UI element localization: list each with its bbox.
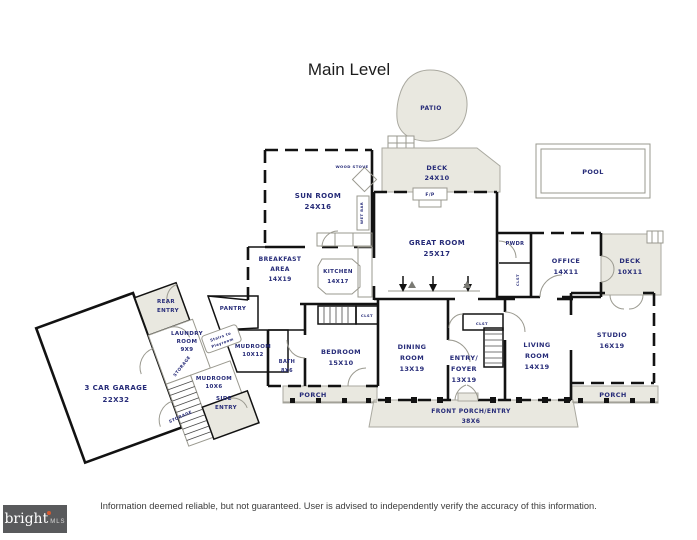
mudroom1-room xyxy=(220,329,289,373)
living-label2: ROOM xyxy=(525,352,549,360)
brightmls-logo-brand: bright xyxy=(4,511,49,527)
porch-left-area xyxy=(282,385,378,404)
kitchen-label: KITCHEN xyxy=(323,269,353,275)
step-arrows xyxy=(399,276,472,292)
wood-stove-shape xyxy=(351,166,378,193)
living-dims: 14X19 xyxy=(524,363,549,371)
breakfast-label: BREAKFAST xyxy=(259,256,302,263)
great-room-label: GREAT ROOM xyxy=(409,239,465,247)
studio-walls xyxy=(569,291,656,400)
side-entry-label: SIDE xyxy=(216,396,232,402)
entry-foyer-dims: 13X19 xyxy=(451,376,476,384)
laundry-label2: ROOM xyxy=(177,339,198,345)
entry-stairs xyxy=(448,313,504,368)
pool xyxy=(535,143,651,199)
page-title: Main Level xyxy=(308,60,390,79)
great-room-dims: 25X17 xyxy=(424,250,451,258)
mudroom2-label: MUDROOM xyxy=(196,376,232,382)
porch-columns xyxy=(283,397,658,403)
kitchen-breakfast-walls xyxy=(207,232,373,301)
office-dims: 14X11 xyxy=(553,268,578,276)
deck-top-dims: 24X10 xyxy=(424,174,449,182)
fireplace xyxy=(412,187,448,208)
laundry-label: LAUNDRY xyxy=(171,331,204,337)
deck-top-label: DECK xyxy=(426,164,448,172)
front-porch-label: FRONT PORCH/ENTRY xyxy=(431,408,511,415)
office-label: OFFICE xyxy=(552,257,580,265)
garage-dims: 22X32 xyxy=(103,396,130,404)
fireplace-label: F/P xyxy=(425,192,435,198)
powder-office-walls xyxy=(497,231,644,310)
garage-label: 3 CAR GARAGE xyxy=(85,384,148,392)
bedroom-dims: 15X10 xyxy=(328,359,353,367)
entry-foyer-label2: FOYER xyxy=(451,365,477,373)
living-label: LIVING xyxy=(523,341,550,349)
wood-stove-label: WOOD STOVE xyxy=(335,164,368,169)
wet-bar-label: WET BAR xyxy=(359,202,364,224)
studio-label: STUDIO xyxy=(597,331,627,339)
bedroom-bath-walls xyxy=(266,302,379,388)
studio-dims: 16X19 xyxy=(599,342,624,350)
powder-closet-label: CLST xyxy=(515,274,520,286)
patio-label: PATIO xyxy=(420,105,441,112)
mudroom2-dims: 10X6 xyxy=(205,384,222,390)
mudroom1-label: MUDROOM xyxy=(235,344,271,350)
deck-top-area xyxy=(381,147,501,193)
entry-foyer-label: ENTRY/ xyxy=(450,354,479,362)
rear-entry-label2: ENTRY xyxy=(157,308,180,314)
sun-room-dims: 24X16 xyxy=(305,203,332,211)
garage-wing xyxy=(34,281,260,465)
brightmls-logo-dot xyxy=(47,511,51,515)
dining-label: DINING xyxy=(398,343,427,351)
powder-label: PWDR xyxy=(506,241,525,247)
disclaimer-text: Information deemed reliable, but not gua… xyxy=(100,501,597,511)
brightmls-logo-suffix: MLS xyxy=(50,518,66,525)
front-porch-dims: 38X6 xyxy=(462,418,481,425)
dining-label2: ROOM xyxy=(400,354,424,362)
side-entry-label2: ENTRY xyxy=(215,405,238,411)
pantry-room xyxy=(206,295,259,331)
bath-dims: 8X6 xyxy=(281,368,293,374)
kitchen-dims: 14X17 xyxy=(327,279,349,285)
wing-stairs xyxy=(168,380,212,441)
pantry-label: PANTRY xyxy=(220,306,247,312)
pool-label: POOL xyxy=(582,168,604,176)
deck-right-steps xyxy=(646,230,664,244)
deck-right-area xyxy=(600,233,662,296)
front-door-landing xyxy=(457,392,479,402)
stairs-note-box xyxy=(201,324,242,354)
bedroom-label: BEDROOM xyxy=(321,348,361,356)
bedroom-closet-label: CLST xyxy=(361,313,373,318)
bath-label: BATH xyxy=(279,359,296,365)
porch-left-label: PORCH xyxy=(299,391,327,399)
sun-room-label: SUN ROOM xyxy=(295,192,341,200)
porch-right-label: PORCH xyxy=(599,391,627,399)
deck-right-label: DECK xyxy=(619,257,641,265)
wet-bar-cabinet xyxy=(356,195,370,231)
dining-dims: 13X19 xyxy=(399,365,424,373)
laundry-dims: 9X9 xyxy=(180,347,193,353)
mudroom1-dims: 10X12 xyxy=(242,352,264,358)
deck-right-dims: 10X11 xyxy=(617,268,642,276)
great-room-walls xyxy=(372,190,573,301)
breakfast-dims: 14X19 xyxy=(268,276,291,283)
rear-entry-label: REAR xyxy=(157,299,175,305)
breakfast-label2: AREA xyxy=(270,266,290,273)
entry-closet-label: CLST xyxy=(476,321,488,326)
